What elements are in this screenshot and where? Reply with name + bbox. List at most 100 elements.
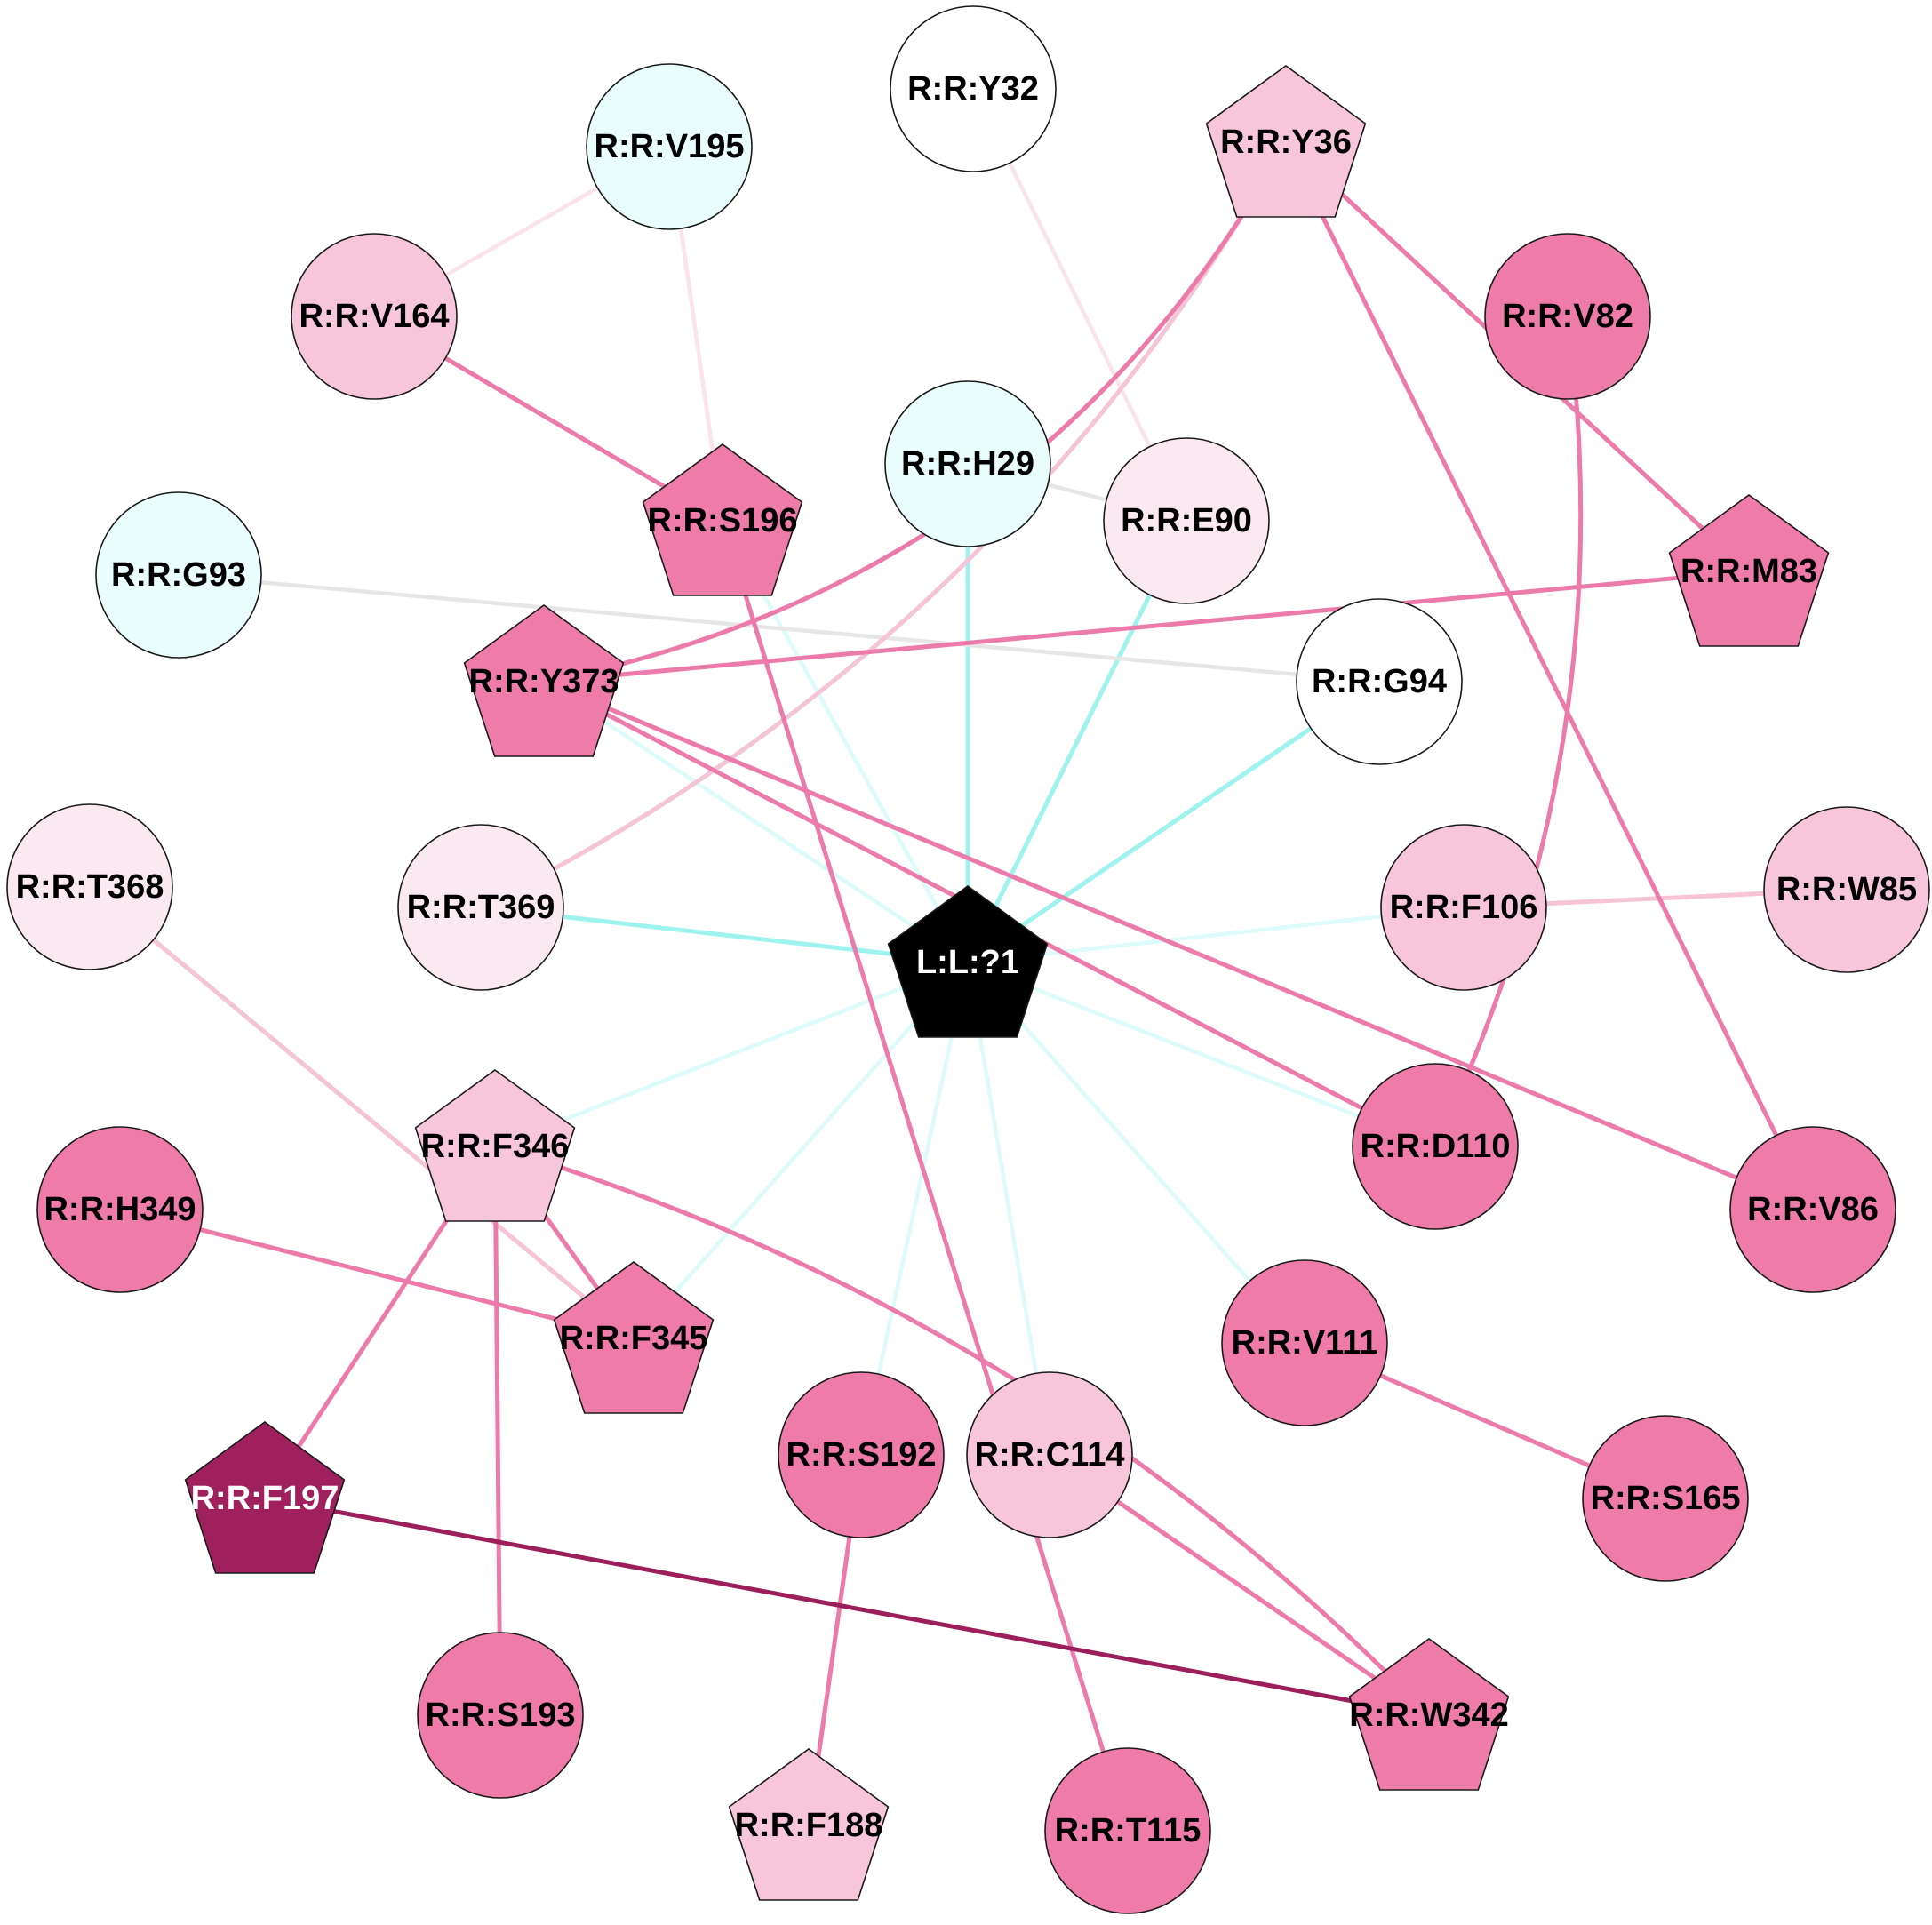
node-circle-shape <box>1044 1747 1211 1914</box>
node-h349: R:R:H349 <box>36 1126 204 1293</box>
node-t115: R:R:T115 <box>1044 1747 1211 1914</box>
node-y373: R:R:Y373 <box>463 604 625 757</box>
node-s165: R:R:S165 <box>1582 1415 1749 1582</box>
node-y32: R:R:Y32 <box>890 5 1057 172</box>
edge-h349-f345 <box>117 1207 636 1341</box>
node-circle-shape <box>95 491 262 659</box>
node-h29: R:R:H29 <box>884 380 1051 547</box>
node-label: R:R:M83 <box>1681 553 1817 590</box>
node-f346: R:R:F346 <box>414 1069 576 1222</box>
node-circle-shape <box>884 380 1051 547</box>
node-label: R:R:V111 <box>1232 1324 1378 1362</box>
node-e90: R:R:E90 <box>1103 437 1270 604</box>
node-label: R:R:V82 <box>1502 298 1633 335</box>
node-t368: R:R:T368 <box>6 803 173 970</box>
node-s196: R:R:S196 <box>642 443 803 596</box>
node-label: R:R:F197 <box>191 1480 339 1517</box>
node-label: R:R:D110 <box>1361 1128 1511 1165</box>
node-circle-shape <box>1582 1415 1749 1582</box>
node-v86: R:R:V86 <box>1729 1126 1896 1293</box>
node-s192: R:R:S192 <box>778 1371 945 1538</box>
node-s193: R:R:S193 <box>417 1632 584 1799</box>
node-label: R:R:G93 <box>111 556 246 594</box>
node-circle-shape <box>417 1632 584 1799</box>
node-label: R:R:V86 <box>1747 1191 1879 1228</box>
edge-l1-s192 <box>858 960 970 1458</box>
edge-l1-d110 <box>965 960 1438 1149</box>
node-label: R:R:Y373 <box>469 663 619 700</box>
node-circle-shape <box>1352 1063 1519 1230</box>
edge-y36-v86 <box>1283 140 1816 1212</box>
node-label: R:R:H29 <box>901 445 1034 483</box>
node-circle-shape <box>291 233 458 400</box>
node-label: R:R:W342 <box>1349 1697 1508 1734</box>
node-label: R:R:W85 <box>1776 871 1917 908</box>
node-v82: R:R:V82 <box>1484 233 1651 400</box>
node-f345: R:R:F345 <box>553 1261 715 1414</box>
node-label: R:R:S192 <box>786 1436 937 1474</box>
node-label: R:R:F188 <box>735 1807 883 1844</box>
node-label: R:R:V195 <box>595 128 745 165</box>
node-pentagon-shape <box>1668 494 1830 647</box>
node-circle-shape <box>1380 824 1547 991</box>
node-circle-shape <box>1296 598 1463 765</box>
node-circle-shape <box>1484 233 1651 400</box>
node-label: R:R:Y36 <box>1220 124 1352 161</box>
node-circle-shape <box>890 5 1057 172</box>
node-label: R:R:F106 <box>1390 889 1538 926</box>
edge-s196-t115 <box>720 518 1130 1833</box>
node-g94: R:R:G94 <box>1296 598 1463 765</box>
node-m83: R:R:M83 <box>1668 494 1830 647</box>
edge-t368-f345 <box>87 884 636 1341</box>
edge-g93-g94 <box>176 572 1382 684</box>
node-circle-shape <box>1763 806 1930 973</box>
node-v111: R:R:V111 <box>1221 1259 1388 1426</box>
node-circle-shape <box>36 1126 204 1293</box>
node-label: R:R:S193 <box>426 1697 576 1734</box>
node-circle-shape <box>1221 1259 1388 1426</box>
node-circle-shape <box>1729 1126 1896 1293</box>
edge-l1-y373 <box>541 679 970 965</box>
edge-y373-v86 <box>541 679 1816 1212</box>
node-pentagon-shape <box>728 1748 890 1901</box>
node-label: R:R:F346 <box>421 1128 570 1165</box>
node-label: R:R:T368 <box>16 868 164 906</box>
node-g93: R:R:G93 <box>95 491 262 659</box>
edge-m83-y373 <box>541 569 1752 684</box>
node-pentagon-shape <box>463 604 625 757</box>
node-label: R:R:T369 <box>407 889 555 926</box>
node-pentagon-shape <box>1205 65 1367 218</box>
node-pentagon-shape <box>887 885 1049 1038</box>
node-label: L:L:?1 <box>916 944 1019 981</box>
node-pentagon-shape <box>184 1421 346 1574</box>
node-label: R:R:G94 <box>1312 663 1447 700</box>
node-label: R:R:H349 <box>44 1191 196 1228</box>
node-circle-shape <box>586 63 753 230</box>
edge-l1-f345 <box>631 960 970 1341</box>
edge-v82-d110 <box>1433 314 1584 1149</box>
node-label: R:R:E90 <box>1121 502 1252 539</box>
node-circle-shape <box>6 803 173 970</box>
edges-layer <box>87 86 1849 1833</box>
edge-l1-v111 <box>965 960 1307 1346</box>
node-y36: R:R:Y36 <box>1205 65 1367 218</box>
node-pentagon-shape <box>553 1261 715 1414</box>
node-circle-shape <box>1103 437 1270 604</box>
node-circle-shape <box>397 824 564 991</box>
node-circle-shape <box>966 1371 1133 1538</box>
node-f197: R:R:F197 <box>184 1421 346 1574</box>
node-v195: R:R:V195 <box>586 63 753 230</box>
node-label: R:R:V164 <box>299 298 450 335</box>
node-label: R:R:C114 <box>975 1436 1125 1474</box>
node-pentagon-shape <box>1348 1638 1510 1791</box>
edge-l1-f346 <box>492 960 970 1149</box>
edge-f197-w342 <box>262 1496 1432 1718</box>
edge-f346-w342 <box>492 1144 1432 1718</box>
node-w85: R:R:W85 <box>1763 806 1930 973</box>
edge-f346-s193 <box>492 1144 503 1718</box>
node-circle-shape <box>778 1371 945 1538</box>
node-label: R:R:S196 <box>648 502 798 539</box>
node-label: R:R:F345 <box>560 1320 708 1357</box>
